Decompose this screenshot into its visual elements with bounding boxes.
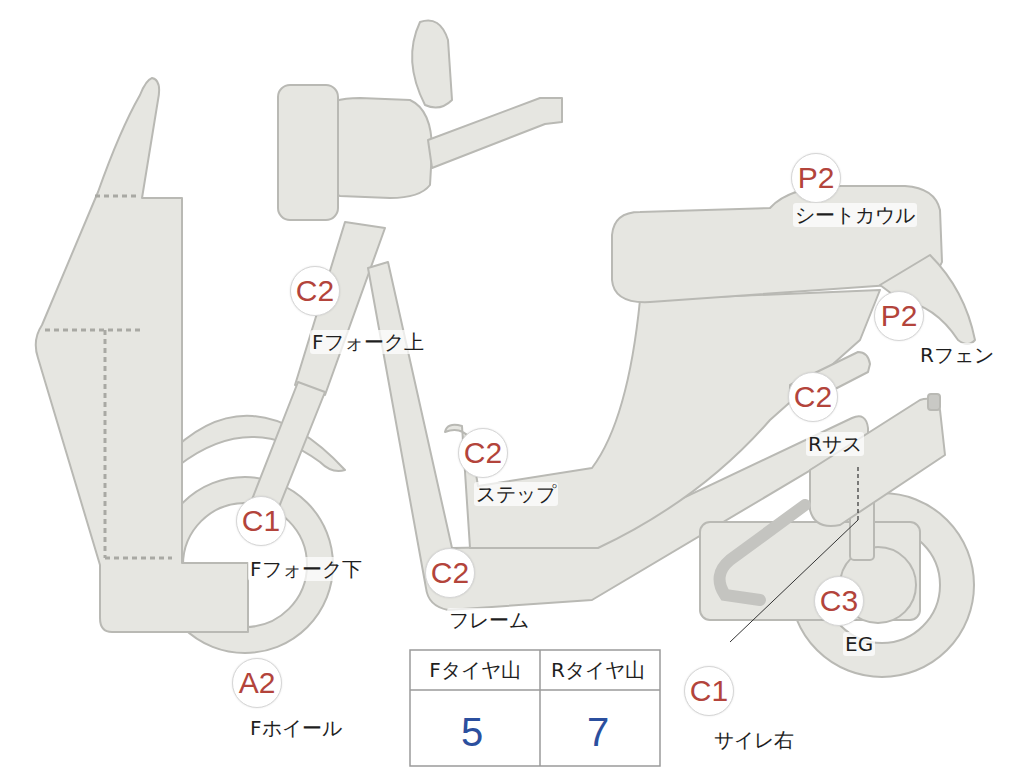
- headlight: [278, 85, 338, 220]
- part-name: EG: [843, 632, 875, 656]
- leg-shield: [36, 78, 248, 632]
- table-header: Rタイヤ山: [551, 657, 645, 684]
- panel-seam: [45, 329, 140, 332]
- part-name: Fフォーク下: [248, 557, 364, 581]
- part-name: フレーム: [447, 608, 531, 632]
- damage-code: C2: [458, 428, 508, 478]
- panel-seam: [104, 330, 107, 558]
- damage-callout: C2ステップ: [458, 428, 506, 476]
- muffler: [810, 399, 945, 526]
- damage-callout: C1Fフォーク下: [236, 496, 284, 544]
- damage-code: C3: [814, 576, 864, 626]
- damage-callout: C2Rサス: [788, 372, 836, 420]
- muffler-tip: [928, 394, 940, 410]
- part-name: Rサス: [806, 432, 864, 456]
- part-name: Fフォーク上: [310, 330, 426, 354]
- front-fender: [165, 416, 345, 471]
- damage-callout: C2フレーム: [425, 548, 473, 596]
- damage-code: C2: [425, 548, 475, 598]
- part-name: Rフェン: [918, 343, 996, 367]
- damage-callout: P2シートカウル: [791, 153, 839, 201]
- part-name: ステップ: [474, 482, 558, 506]
- part-name: サイレ右: [712, 728, 796, 752]
- damage-callout: A2Fホイール: [232, 658, 280, 706]
- damage-code: C1: [684, 666, 734, 716]
- part-name: Fホイール: [248, 716, 344, 740]
- damage-code: P2: [791, 153, 841, 203]
- table-rule: [410, 689, 660, 691]
- table-rule: [539, 650, 541, 766]
- damage-code: C2: [788, 372, 838, 422]
- damage-callout: C3EG: [814, 576, 862, 624]
- damage-callout: P2Rフェン: [874, 291, 922, 339]
- table-value: 5: [461, 710, 483, 755]
- leader-line-hidden: [857, 465, 858, 520]
- table-header: Fタイヤ山: [429, 657, 521, 684]
- part-name: シートカウル: [793, 203, 917, 227]
- damage-code: C1: [236, 496, 286, 546]
- mirror: [412, 20, 452, 107]
- damage-code: P2: [874, 291, 924, 341]
- damage-callout: C2Fフォーク上: [290, 266, 338, 314]
- panel-seam: [105, 557, 172, 560]
- damage-callout: C1サイレ右: [684, 666, 732, 714]
- exhaust-pipe: [720, 505, 805, 600]
- damage-code: A2: [232, 658, 282, 708]
- damage-code: C2: [290, 266, 340, 316]
- handlebar: [428, 98, 562, 168]
- panel-seam: [95, 195, 140, 198]
- table-value: 7: [587, 710, 609, 755]
- table-border: [410, 650, 660, 766]
